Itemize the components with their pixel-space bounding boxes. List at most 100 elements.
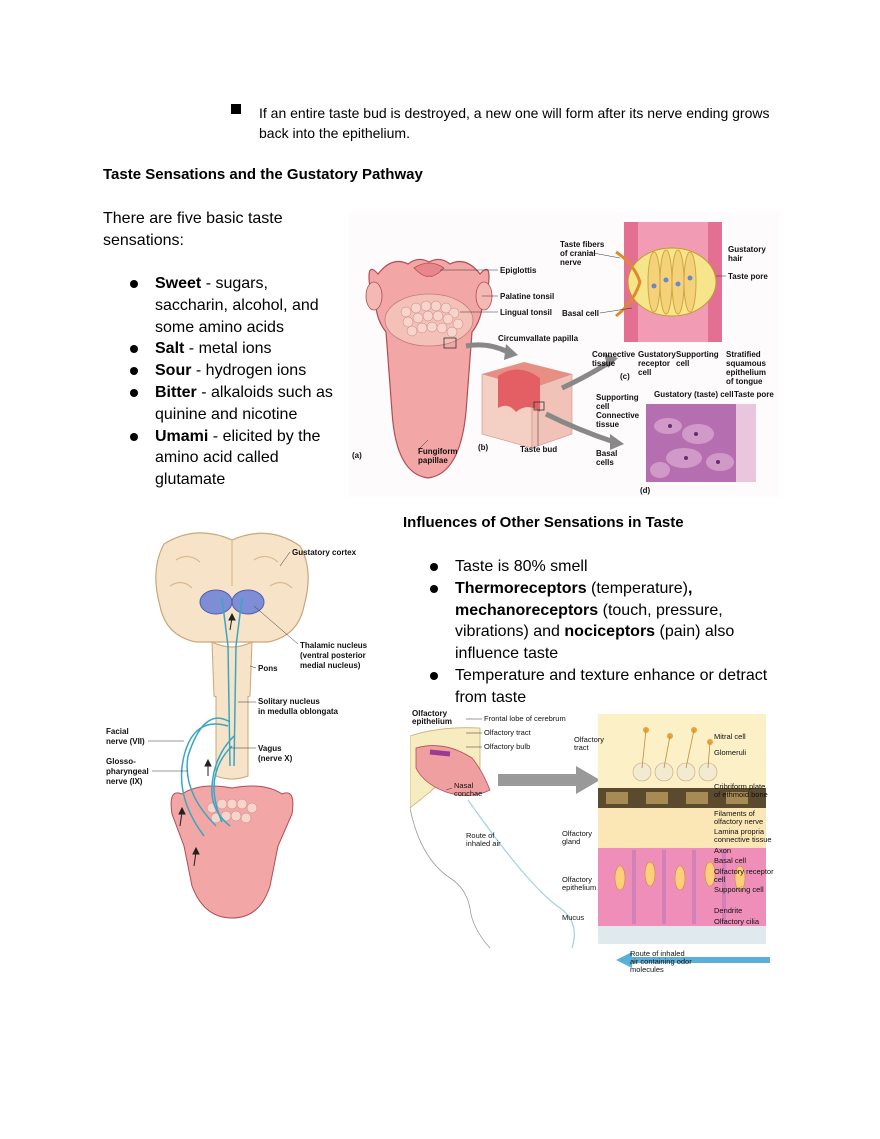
label-gustatory-receptor: Gustatory [638, 350, 676, 359]
label-supporting: Supporting cell [714, 885, 764, 894]
label-filaments-2: olfactory nerve [714, 817, 763, 826]
taste-list: Sweet - sugars, saccharin, alcohol, and … [128, 273, 343, 491]
svg-text:squamous: squamous [726, 359, 767, 368]
label-gustatory-hair: Gustatory [728, 245, 766, 254]
label-vagus-2: (nerve X) [258, 754, 293, 763]
svg-text:of cranial: of cranial [560, 249, 596, 258]
label-solitary-2: in medulla oblongata [258, 707, 339, 716]
section-heading-taste: Taste Sensations and the Gustatory Pathw… [103, 166, 423, 183]
label-glosso-2: pharyngeal [106, 767, 149, 776]
svg-text:nerve: nerve [560, 258, 582, 267]
label-glomeruli: Glomeruli [714, 748, 746, 757]
label-olf-epi2-2: epithelium [562, 883, 596, 892]
label-route-2: inhaled air [466, 839, 501, 848]
list-item: Thermoreceptors (temperature), mechanore… [428, 578, 773, 665]
svg-text:tissue: tissue [592, 359, 616, 368]
label-mitral: Mitral cell [714, 732, 746, 741]
svg-text:epithelium: epithelium [726, 368, 766, 377]
label-olf-epithelium-1: Olfactory [412, 709, 448, 718]
label-olf-tract2-1: Olfactory [574, 735, 604, 744]
label-supporting-cell: Supporting [676, 350, 719, 359]
square-bullet-icon [231, 104, 241, 114]
label-solitary-1: Solitary nucleus [258, 697, 320, 706]
label-facial-1: Facial [106, 727, 129, 736]
svg-text:cells: cells [596, 458, 614, 467]
label-olf-epi2-1: Olfactory [562, 875, 592, 884]
label-olf-gland-2: gland [562, 837, 580, 846]
gustatory-pathway-figure: Gustatory cortex Thalamic nucleus (ventr… [104, 526, 370, 920]
top-note: If an entire taste bud is destroyed, a n… [259, 105, 770, 141]
label-axon: Axon [714, 846, 731, 855]
label-olf-bulb: Olfactory bulb [484, 742, 530, 751]
label-nasal-1: Nasal [454, 781, 474, 790]
label-basal: Basal cell [714, 856, 746, 865]
label-stratified: Stratified [726, 350, 761, 359]
label-circumvallate: Circumvallate papilla [498, 334, 579, 343]
label-thalamic-2: (ventral posterior [300, 651, 366, 660]
label-fungiform-2: papillae [418, 456, 448, 465]
label-fungiform-1: Fungiform [418, 447, 458, 456]
label-frontal-lobe: Frontal lobe of cerebrum [484, 714, 566, 723]
list-item: Bitter - alkaloids such as quinine and n… [128, 382, 343, 426]
svg-text:cell: cell [596, 402, 609, 411]
label-receptor-1: Olfactory receptor [714, 867, 774, 876]
label-taste-fibers: Taste fibers [560, 240, 605, 249]
label-gustatory-cortex: Gustatory cortex [292, 548, 357, 557]
olfactory-figure: Olfactory epithelium Frontal lobe of cer… [410, 708, 776, 980]
label-route-1: Route of [466, 831, 495, 840]
label-mucus: Mucus [562, 913, 584, 922]
label-thalamic-1: Thalamic nucleus [300, 641, 368, 650]
list-item: Sour - hydrogen ions [128, 360, 343, 382]
list-item: Sweet - sugars, saccharin, alcohol, and … [128, 273, 343, 338]
list-item: Temperature and texture enhance or detra… [428, 665, 773, 709]
svg-text:receptor: receptor [638, 359, 670, 368]
label-olf-tract: Olfactory tract [484, 728, 532, 737]
svg-text:hair: hair [728, 254, 743, 263]
label-lingual-tonsil: Lingual tonsil [500, 308, 552, 317]
label-gustatory-taste-cell: Gustatory (taste) cell [654, 390, 734, 399]
label-pons: Pons [258, 664, 278, 673]
label-receptor-2: cell [714, 875, 726, 884]
label-b: (b) [478, 443, 489, 452]
label-route-odor-1: Route of inhaled [630, 949, 685, 958]
label-cilia: Olfactory cilia [714, 917, 760, 926]
list-item: Salt - metal ions [128, 338, 343, 360]
label-olf-tract2-2: tract [574, 743, 590, 752]
svg-text:cell: cell [638, 368, 651, 377]
list-item: Umami - elicited by the amino acid calle… [128, 426, 343, 491]
label-olf-epithelium-2: epithelium [412, 717, 452, 726]
label-supporting-cell-d: Supporting [596, 393, 639, 402]
label-cribriform-1: Cribriform plate [714, 782, 765, 791]
label-facial-2: nerve (VII) [106, 737, 145, 746]
label-a: (a) [352, 451, 362, 460]
label-cribriform-2: of ethmoid bone [714, 790, 768, 799]
label-connective-tissue-d: Connective [596, 411, 640, 420]
label-connective-tissue: Connective [592, 350, 636, 359]
label-glosso-3: nerve (IX) [106, 777, 143, 786]
influences-list: Taste is 80% smell Thermoreceptors (temp… [428, 556, 773, 709]
svg-text:tissue: tissue [596, 420, 620, 429]
list-item: Taste is 80% smell [428, 556, 773, 578]
label-lamina-1: Lamina propria [714, 827, 765, 836]
label-dendrite: Dendrite [714, 906, 742, 915]
label-nasal-2: conchae [454, 789, 482, 798]
label-basal-cells-d: Basal [596, 449, 617, 458]
label-palatine-tonsil: Palatine tonsil [500, 292, 554, 301]
tongue-tastebud-figure: Epiglottis Palatine tonsil Lingual tonsi… [348, 212, 780, 497]
label-route-odor-3: molecules [630, 965, 664, 974]
label-olf-gland-1: Olfactory [562, 829, 592, 838]
svg-text:cell: cell [676, 359, 689, 368]
label-vagus-1: Vagus [258, 744, 282, 753]
label-c: (c) [620, 372, 630, 381]
label-route-odor-2: air containing odor [630, 957, 692, 966]
label-glosso-1: Glosso- [106, 757, 136, 766]
label-taste-pore: Taste pore [728, 272, 768, 281]
label-taste-pore-d: Taste pore [734, 390, 774, 399]
section-heading-influences: Influences of Other Sensations in Taste [403, 514, 684, 531]
label-lamina-2: connective tissue [714, 835, 772, 844]
taste-intro: There are five basic taste sensations: [103, 210, 283, 249]
label-basal-cell: Basal cell [562, 309, 599, 318]
label-d: (d) [640, 486, 651, 495]
label-filaments-1: Filaments of [714, 809, 756, 818]
label-thalamic-3: medial nucleus) [300, 661, 361, 670]
